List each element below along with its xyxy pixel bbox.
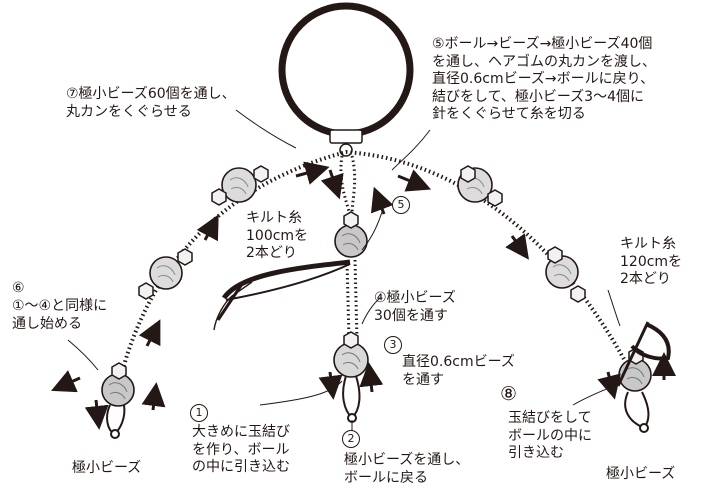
- thread-left-label: キルト糸 100cmを 2本どり: [246, 210, 309, 261]
- step6-marker: ⑥: [12, 280, 25, 296]
- step5-marker: 5: [392, 196, 410, 214]
- step5-label: ⑤ボール→ビーズ→極小ビーズ40個 を通し、ヘアゴムの丸カンを渡し、 直径0.6…: [432, 36, 656, 122]
- small-beads: [111, 165, 644, 380]
- step2-label: 極小ビーズを通し、 ボールに戻る: [344, 452, 470, 486]
- step3-label: 直径0.6cmビーズ を通す: [402, 354, 515, 388]
- step1-label: 大きめに玉結び を作り、ボール の中に引き込む: [192, 424, 290, 475]
- hair-tie-ring: [278, 2, 414, 157]
- needle-left: [213, 259, 351, 331]
- step7-label: ⑦極小ビーズ60個を通し、 丸カンをくぐらせる: [66, 86, 236, 120]
- direction-arrows: [51, 161, 676, 430]
- step8-marker: ⑧: [500, 383, 518, 405]
- tiny-bead-right-label: 極小ビーズ: [606, 466, 676, 482]
- step4-label: ④極小ビーズ 30個を通す: [374, 290, 456, 324]
- balls: [101, 167, 652, 407]
- step6-label: ①〜④と同様に 通し始める: [12, 298, 108, 332]
- step8-label: 玉結びをして ボールの中に 引き込む: [508, 410, 592, 461]
- tiny-bead-left-label: 極小ビーズ: [72, 460, 142, 476]
- bead-arc-string: [116, 149, 632, 389]
- step2-marker: 2: [342, 430, 360, 448]
- thread-right-label: キルト糸 120cmを 2本どり: [620, 236, 683, 287]
- step3-marker: 3: [384, 336, 402, 354]
- step1-marker: 1: [190, 404, 208, 422]
- center-strands: [339, 155, 359, 341]
